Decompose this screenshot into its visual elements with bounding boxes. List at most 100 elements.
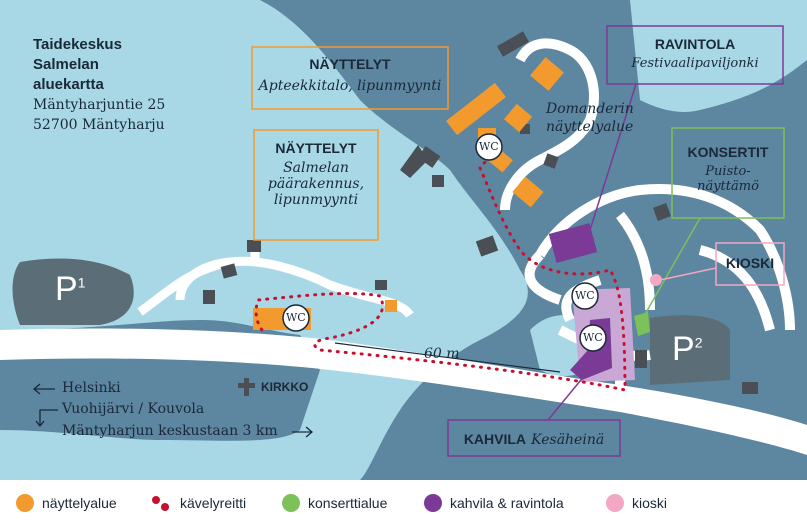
- direction-keskusta: Mäntyharjun keskustaan 3 km: [62, 423, 278, 439]
- konsertit-title: KONSERTIT: [687, 144, 769, 160]
- legend-item: näyttelyalue: [16, 494, 117, 512]
- connector-ravintola: [589, 83, 637, 231]
- box-kahvila: [447, 419, 621, 457]
- legend-item: kahvila & ravintola: [424, 494, 564, 512]
- direction-arrows: [32, 383, 314, 438]
- p1-letter: P: [55, 270, 78, 308]
- exhibition-building: [503, 103, 533, 133]
- address-postal: 52700 Mäntyharju: [33, 117, 165, 133]
- building: [432, 175, 444, 187]
- title-line-2: Salmelan: [33, 56, 99, 73]
- restaurant-pavilion: [548, 223, 598, 263]
- ravintola-sub: Festivaalipaviljonki: [631, 56, 759, 71]
- legend-swatch: [16, 494, 34, 512]
- wc-markers: [282, 133, 607, 352]
- building: [375, 280, 387, 290]
- nayttelyt2-sub2: päärakennus,: [267, 176, 365, 192]
- legend-route-swatch: [152, 496, 169, 511]
- legend-item: kioski: [606, 494, 667, 512]
- walking-route: [254, 148, 627, 392]
- direction-helsinki: Helsinki: [62, 380, 121, 396]
- building: [400, 145, 428, 178]
- building: [497, 31, 529, 57]
- legend-item: kävelyreitti: [150, 494, 246, 512]
- main-road: [0, 328, 807, 455]
- building: [475, 235, 499, 257]
- concert-stage: [634, 312, 650, 336]
- legend-item: konserttialue: [282, 494, 387, 512]
- label-ravintola: RAVINTOLA Festivaalipaviljonki: [607, 36, 783, 71]
- konsertit-sub1: Puisto-: [705, 164, 751, 179]
- kahvila-title: KAHVILA: [463, 431, 527, 447]
- wc-icon: [571, 282, 599, 310]
- wc-label: WC: [286, 311, 306, 324]
- parking-p1: [12, 258, 134, 325]
- kioski-title: KIOSKI: [725, 255, 775, 271]
- kiosk-marker: [650, 274, 662, 286]
- kahvila-sub: Kesäheinä: [531, 432, 605, 448]
- nayttelyt2-sub3: lipunmyynti: [273, 192, 359, 208]
- building: [247, 240, 261, 252]
- label-domanderin: Domanderin näyttelyalue: [546, 100, 634, 136]
- legend-swatch: [424, 494, 442, 512]
- exhibition-building: [446, 82, 506, 136]
- nayttelyt2-sub1: Salmelan: [283, 160, 349, 176]
- building: [742, 382, 758, 394]
- title-line-3: aluekartta: [33, 76, 104, 93]
- building: [203, 290, 215, 304]
- building: [220, 263, 238, 279]
- title-line-1: Taidekeskus: [33, 36, 122, 53]
- legend-label: kioski: [632, 495, 668, 511]
- arrow-left-icon: [32, 383, 55, 395]
- nayttelyt2-title: NÄYTTELYT: [275, 140, 357, 156]
- p2-letter: P: [672, 330, 695, 368]
- wc-icon: [282, 304, 310, 332]
- wc-icon: [579, 324, 607, 352]
- arrow-right-icon: [292, 426, 314, 438]
- water-upper: [0, 0, 255, 255]
- legend-swatch: [282, 494, 300, 512]
- label-kioski: KIOSKI: [716, 255, 784, 271]
- label-kahvila: KAHVILA Kesäheinä: [448, 429, 620, 448]
- wc-label: WC: [583, 331, 603, 344]
- label-p2: P2: [672, 330, 702, 369]
- domanderin-line-1: Domanderin: [546, 101, 634, 117]
- direction-vuohijarvi: Vuohijärvi / Kouvola: [62, 401, 205, 417]
- distance-line: [334, 342, 561, 373]
- church-label: KIRKKO: [261, 380, 309, 394]
- box-konsertit: [671, 127, 785, 219]
- road-right: [500, 38, 795, 332]
- buildings: [203, 31, 758, 394]
- connector-konsertit: [643, 217, 701, 317]
- p2-sup: 2: [694, 334, 703, 351]
- legend-label: kahvila & ravintola: [450, 495, 564, 511]
- box-nayttelyt-paarakennus: [253, 129, 379, 241]
- nayttelyt-sub: Apteekkitalo, lipunmyynti: [258, 78, 442, 94]
- wc-label: WC: [575, 289, 595, 302]
- legend-label: konserttialue: [308, 495, 388, 511]
- church-cross-icon: [238, 378, 255, 396]
- nayttelyt-title: NÄYTTELYT: [309, 56, 391, 72]
- address: Mäntyharjuntie 25 52700 Mäntyharju: [33, 95, 165, 135]
- domanderin-line-2: näyttelyalue: [546, 119, 634, 135]
- box-kioski: [715, 242, 785, 286]
- wc-label: WC: [479, 140, 499, 153]
- map-legend: näyttelyalue kävelyreitti konserttialue …: [0, 490, 807, 520]
- box-nayttelyt-apteekki: [251, 46, 449, 110]
- legend-swatch: [606, 494, 624, 512]
- label-konsertit: KONSERTIT Puisto- näyttämö: [672, 144, 784, 194]
- connector-kioski: [659, 267, 717, 281]
- distance-label: 60 m: [424, 346, 460, 362]
- p1-sup: 1: [77, 274, 86, 291]
- address-street: Mäntyharjuntie 25: [33, 97, 166, 113]
- building: [653, 203, 671, 221]
- exhibition-building: [385, 300, 397, 312]
- box-ravintola: [606, 25, 784, 85]
- label-p1: P1: [55, 270, 85, 309]
- legend-label: näyttelyalue: [42, 495, 117, 511]
- building: [543, 153, 559, 169]
- arrow-down-icon: [35, 409, 58, 428]
- building: [635, 350, 647, 368]
- exhibition-building: [512, 176, 544, 208]
